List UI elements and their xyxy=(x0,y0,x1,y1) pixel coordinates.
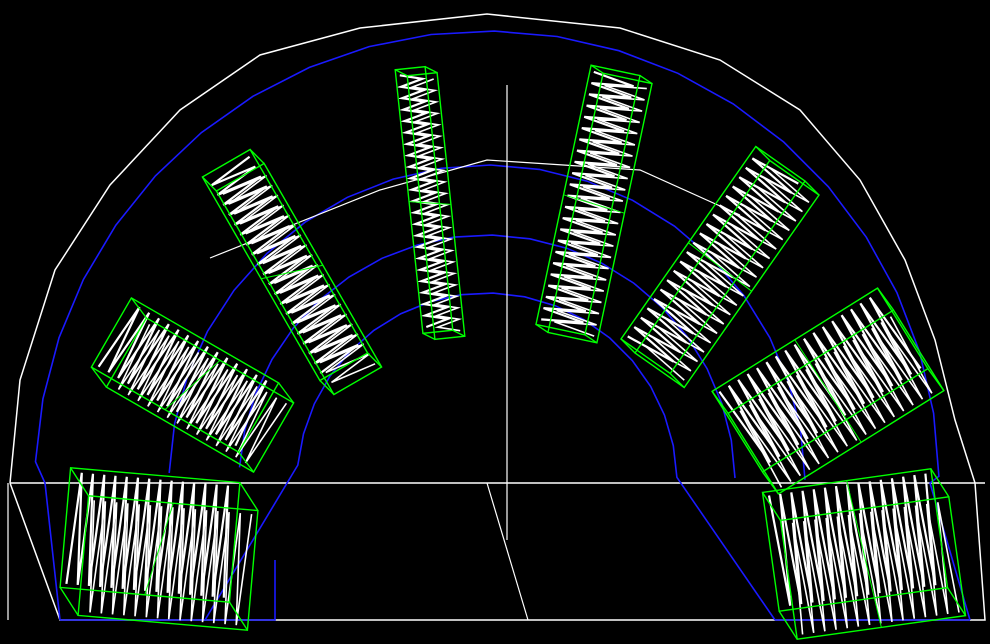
winding-back xyxy=(117,323,288,464)
coil-midline xyxy=(688,242,752,292)
diagonal-axis-line xyxy=(486,482,529,621)
coil-box-edge xyxy=(535,323,549,333)
coil-box-edge xyxy=(639,75,653,85)
coil-slot-4 xyxy=(394,65,466,341)
coil-box-edge xyxy=(130,297,147,319)
coil-box-edge xyxy=(711,390,729,414)
construction-arc xyxy=(209,159,741,259)
winding-front xyxy=(211,155,359,375)
coil-midline xyxy=(794,339,862,443)
coil-slot-8 xyxy=(761,468,967,640)
winding-back xyxy=(222,174,376,384)
coil-slot-3 xyxy=(201,148,383,396)
coil-box-edge xyxy=(249,148,265,164)
coil-group xyxy=(59,64,967,640)
coil-box-back xyxy=(105,316,295,474)
coil-box-edge xyxy=(238,451,255,473)
coil-midline xyxy=(409,201,451,205)
coil-box-edge xyxy=(452,329,466,337)
coil-box-edge xyxy=(422,332,436,340)
coil-box-edge xyxy=(761,492,782,521)
coil-box-edge xyxy=(620,338,636,354)
coil-box-edge xyxy=(876,287,895,311)
coil-box-edge xyxy=(201,176,217,192)
coil-box-edge xyxy=(669,372,685,388)
coil-box-edge xyxy=(278,382,295,404)
coil-slot-6 xyxy=(620,145,820,389)
coil-box-edge xyxy=(228,601,249,631)
coil-box-edge xyxy=(239,482,259,512)
winding-front xyxy=(65,472,230,598)
coil-slot-5 xyxy=(535,64,653,344)
coil-box-edge xyxy=(930,468,950,498)
coil-box-edge xyxy=(927,368,945,392)
coil-box-edge xyxy=(946,587,967,616)
coil-box-back xyxy=(634,159,820,389)
coil-box-edge xyxy=(59,586,79,616)
coil-box-edge xyxy=(69,467,90,497)
coil-midline xyxy=(261,264,323,280)
tooth-tip-arc xyxy=(168,164,806,480)
coil-box-edge xyxy=(584,334,598,344)
coil-box-back xyxy=(77,495,259,631)
coil-box-edge xyxy=(319,380,335,396)
construction-axes xyxy=(209,85,741,621)
coil-box-back xyxy=(547,72,653,344)
coil-box-edge xyxy=(755,146,771,162)
coil-box-edge xyxy=(804,180,820,196)
yoke-outer-contour xyxy=(34,30,971,621)
coil-slot-1 xyxy=(59,467,259,631)
winding-back xyxy=(644,167,810,381)
coil-midline xyxy=(846,480,882,628)
coil-box-edge xyxy=(424,66,438,74)
coil-box-edge xyxy=(778,610,798,640)
stator-iron-contours xyxy=(34,30,971,621)
coil-box-back xyxy=(727,309,945,495)
winding-front xyxy=(97,306,268,447)
inner-bore-contour xyxy=(204,292,776,621)
winding-back xyxy=(89,500,253,626)
coil-slot-7 xyxy=(711,287,945,495)
coil-slot-2 xyxy=(90,296,295,474)
winding-back xyxy=(739,316,933,488)
winding-front xyxy=(396,74,452,329)
coil-box-edge xyxy=(590,64,604,74)
coil-midline xyxy=(164,359,221,411)
coil-box-front xyxy=(761,468,949,612)
winding-front xyxy=(718,296,922,464)
coil-box-edge xyxy=(367,352,383,368)
coil-box-back xyxy=(215,162,383,396)
bore-arc-mid xyxy=(238,234,736,479)
coil-box-edge xyxy=(394,69,408,77)
coil-midline xyxy=(144,503,174,595)
coil-box-edge xyxy=(90,366,107,388)
coil-box-back xyxy=(406,71,466,341)
coil-midline xyxy=(563,194,625,214)
winding-back xyxy=(409,78,463,332)
